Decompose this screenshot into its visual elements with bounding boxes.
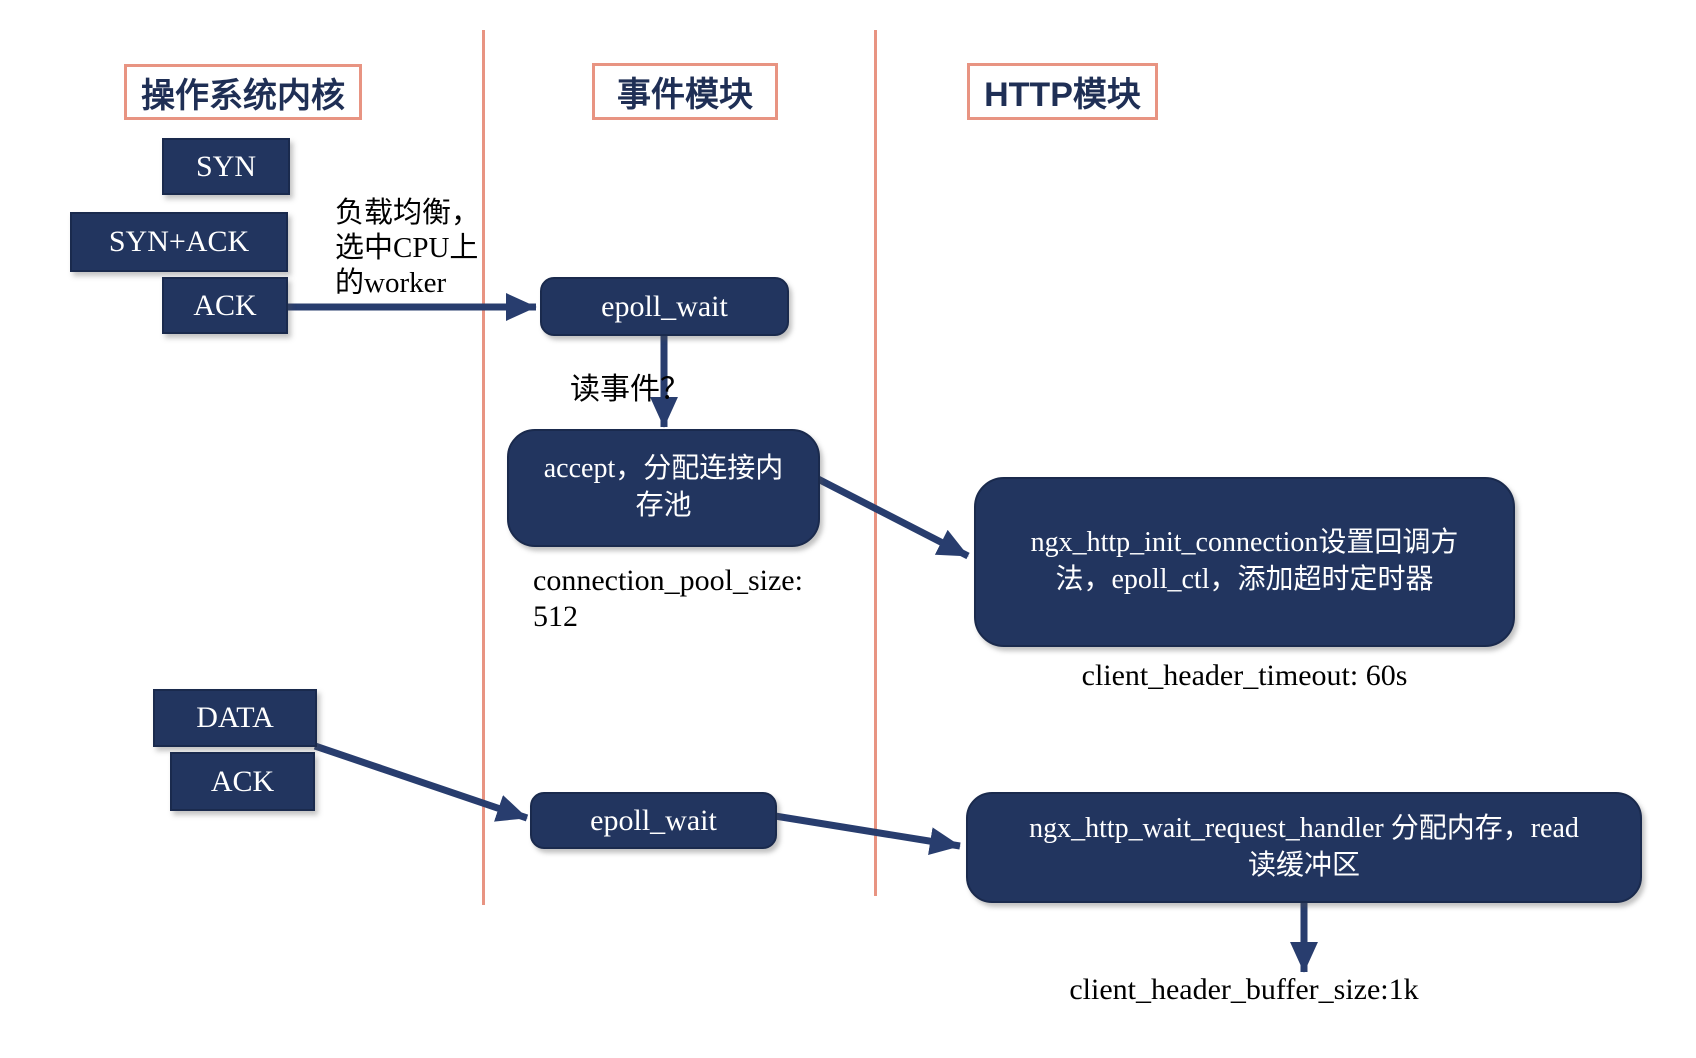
box-data: DATA <box>153 689 317 747</box>
box-syn-ack: SYN+ACK <box>70 212 288 272</box>
column-header-event-module: 事件模块 <box>592 63 778 120</box>
label-load-balance: 负载均衡， 选中CPU上 的worker <box>335 197 481 299</box>
arrow-epoll-wait-to-wait-request <box>774 812 961 856</box>
column-divider-1 <box>482 30 485 905</box>
column-divider-2 <box>874 30 877 896</box>
box-ack-2: ACK <box>170 752 315 811</box>
label-read-event: 读事件？ <box>570 373 690 406</box>
column-header-os-kernel: 操作系统内核 <box>124 64 362 120</box>
column-header-event-module-label: 事件模块 <box>617 76 753 114</box>
box-epoll-wait-top: epoll_wait <box>540 277 789 336</box>
box-accept: accept，分配连接内存池 <box>507 429 820 547</box>
label-client-header-buffer-size: client_header_buffer_size:1k <box>1069 973 1419 1006</box>
arrow-data-to-epoll-wait <box>313 742 529 822</box>
column-header-http-module-label: HTTP模块 <box>984 76 1141 114</box>
box-syn: SYN <box>162 138 290 195</box>
arrow-accept-to-init-connection <box>816 475 970 560</box>
column-header-os-kernel-label: 操作系统内核 <box>141 76 345 115</box>
box-ngx-http-init-connection: ngx_http_init_connection设置回调方法，epoll_ctl… <box>974 477 1515 647</box>
label-connection-pool-size: connection_pool_size: 512 <box>533 564 803 633</box>
label-client-header-timeout: client_header_timeout: 60s <box>1081 659 1408 692</box>
box-ngx-http-wait-request-handler: ngx_http_wait_request_handler 分配内存，read … <box>966 792 1642 903</box>
box-ack: ACK <box>162 277 288 334</box>
box-epoll-wait-bottom: epoll_wait <box>530 792 777 849</box>
column-header-http-module: HTTP模块 <box>967 63 1158 120</box>
